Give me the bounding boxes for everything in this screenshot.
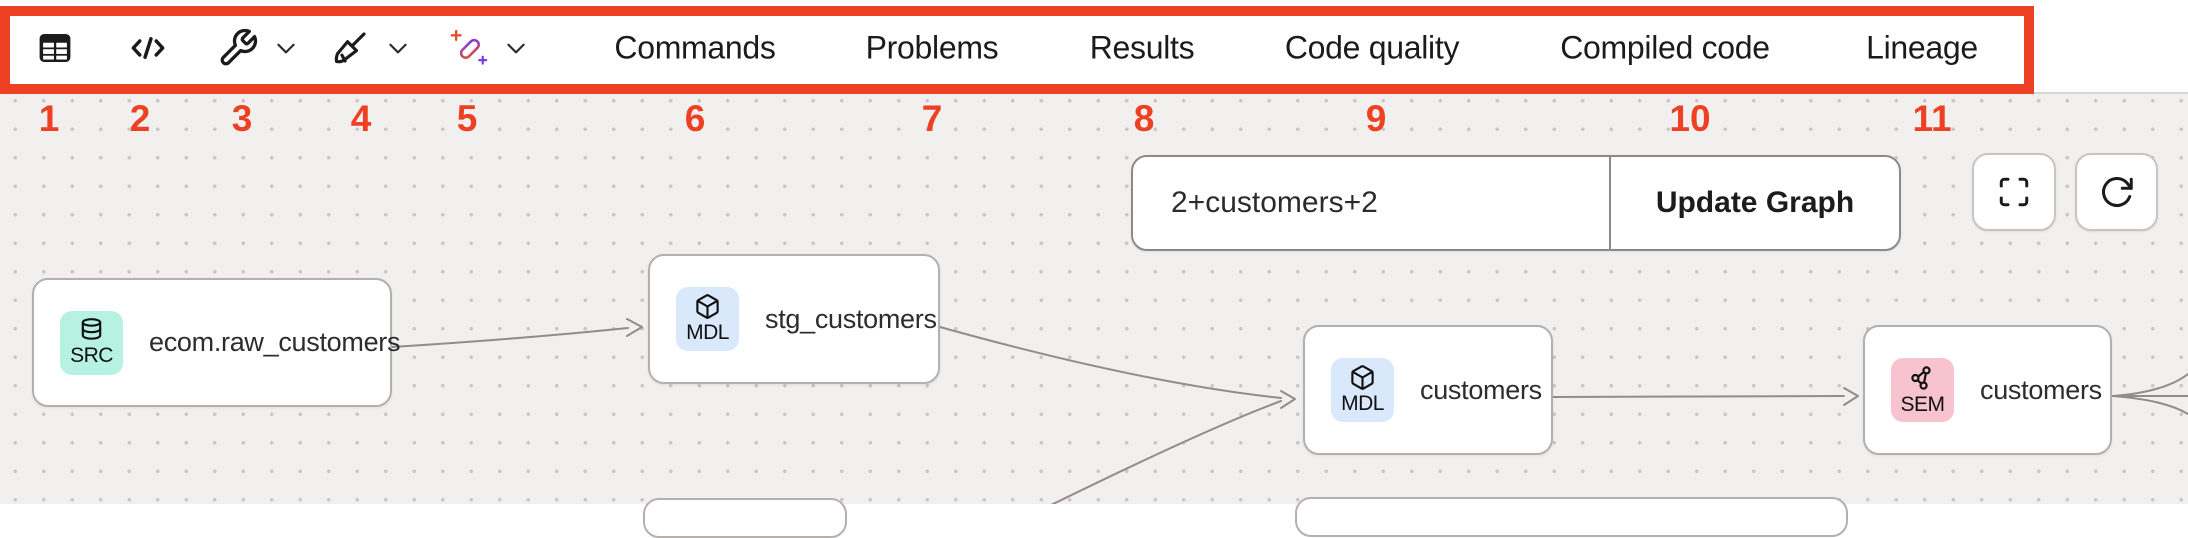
tab-lineage[interactable]: Lineage bbox=[1866, 29, 1978, 66]
annotation-number-2: 2 bbox=[129, 98, 151, 139]
tab-commands[interactable]: Commands bbox=[614, 29, 776, 66]
node-stg-customers[interactable]: MDL stg_customers bbox=[648, 254, 940, 384]
node-ecom-raw-customers[interactable]: SRC ecom.raw_customers bbox=[32, 278, 400, 407]
badge-label: SRC bbox=[70, 344, 113, 367]
annotation-number-7: 7 bbox=[921, 98, 943, 139]
cube-icon bbox=[1349, 364, 1376, 391]
semantic-graph-icon bbox=[1909, 364, 1937, 392]
node-label: stg_customers bbox=[765, 303, 937, 334]
graph-filter-input[interactable]: 2+customers+2 bbox=[1133, 157, 1611, 249]
annotation-number-3: 3 bbox=[231, 98, 253, 139]
tab-problems[interactable]: Problems bbox=[865, 29, 999, 66]
annotation-number-5: 5 bbox=[456, 98, 478, 139]
annotation-number-8: 8 bbox=[1133, 98, 1155, 139]
database-icon bbox=[78, 317, 105, 343]
node-customers-model[interactable]: MDL customers bbox=[1303, 325, 1553, 455]
annotation-number-11: 11 bbox=[1912, 98, 1952, 139]
chevron-down-icon bbox=[385, 35, 411, 61]
node-partial-bottom-left[interactable] bbox=[643, 498, 847, 538]
tab-results[interactable]: Results bbox=[1089, 29, 1195, 66]
wrench-icon bbox=[217, 27, 259, 69]
magic-wand-icon bbox=[447, 26, 491, 70]
node-label: ecom.raw_customers bbox=[149, 327, 401, 357]
editor-toolbar: Commands Problems Results Code quality C… bbox=[0, 0, 2188, 94]
table-icon[interactable] bbox=[34, 27, 76, 69]
magic-wand-dropdown-button[interactable] bbox=[447, 26, 529, 70]
model-badge: MDL bbox=[1331, 358, 1394, 422]
model-badge: MDL bbox=[676, 287, 739, 351]
node-partial-bottom-right[interactable] bbox=[1295, 497, 1848, 537]
chevron-down-icon bbox=[503, 35, 529, 61]
graph-filter-bar: 2+customers+2 Update Graph bbox=[1131, 155, 1901, 251]
badge-label: MDL bbox=[686, 321, 729, 344]
badge-label: SEM bbox=[1900, 392, 1945, 416]
broom-dropdown-button[interactable] bbox=[329, 27, 411, 69]
cube-icon bbox=[694, 293, 721, 320]
tab-code-quality[interactable]: Code quality bbox=[1284, 29, 1460, 66]
broom-icon bbox=[329, 27, 371, 69]
tab-compiled-code[interactable]: Compiled code bbox=[1560, 29, 1770, 66]
fullscreen-button[interactable] bbox=[1972, 153, 2056, 231]
fullscreen-icon bbox=[1996, 174, 2032, 210]
annotation-number-10: 10 bbox=[1669, 98, 1711, 139]
update-graph-button[interactable]: Update Graph bbox=[1655, 186, 1855, 219]
annotation-number-4: 4 bbox=[350, 98, 372, 139]
badge-label: MDL bbox=[1341, 392, 1384, 415]
annotation-number-1: 1 bbox=[38, 98, 60, 139]
annotation-number-9: 9 bbox=[1365, 98, 1387, 139]
refresh-icon bbox=[2099, 174, 2135, 210]
semantic-badge: SEM bbox=[1891, 358, 1954, 422]
wrench-dropdown-button[interactable] bbox=[217, 27, 299, 69]
node-label: customers bbox=[1980, 374, 2102, 405]
source-badge: SRC bbox=[60, 310, 123, 375]
chevron-down-icon bbox=[273, 35, 299, 61]
code-icon[interactable] bbox=[126, 26, 170, 70]
node-label: customers bbox=[1420, 374, 1542, 405]
refresh-button[interactable] bbox=[2075, 153, 2158, 231]
node-customers-semantic[interactable]: SEM customers bbox=[1863, 325, 2112, 455]
annotation-number-6: 6 bbox=[684, 98, 706, 139]
